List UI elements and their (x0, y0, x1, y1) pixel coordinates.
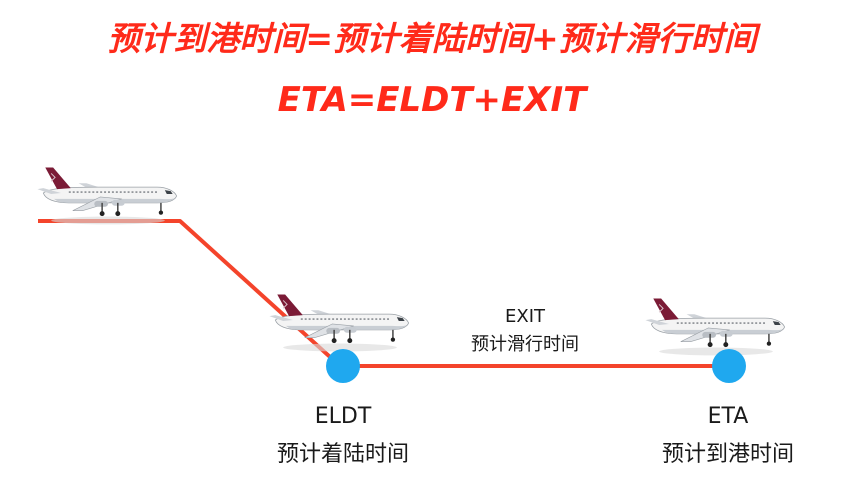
title-formula-chinese: 预计到港时间=预计着陆时间+预计滑行时间 (107, 19, 757, 58)
segment-exit-code: EXIT (504, 306, 545, 327)
segment-exit-name: 预计滑行时间 (471, 334, 579, 355)
milestone-dot-eta (712, 349, 746, 383)
flight-path-line (38, 219, 728, 368)
milestone-dot-eldt (326, 349, 360, 383)
title-formula-abbrev: ETA=ELDT+EXIT (277, 80, 587, 120)
milestone-eldt-name: 预计着陆时间 (276, 442, 409, 467)
airplane-icon (268, 293, 410, 353)
airplane-icon (36, 166, 178, 226)
milestone-eta-name: 预计到港时间 (661, 442, 794, 467)
milestone-eta-code: ETA (707, 404, 749, 429)
airplane-icon (644, 297, 786, 357)
milestone-eldt-code: ELDT (314, 404, 372, 429)
